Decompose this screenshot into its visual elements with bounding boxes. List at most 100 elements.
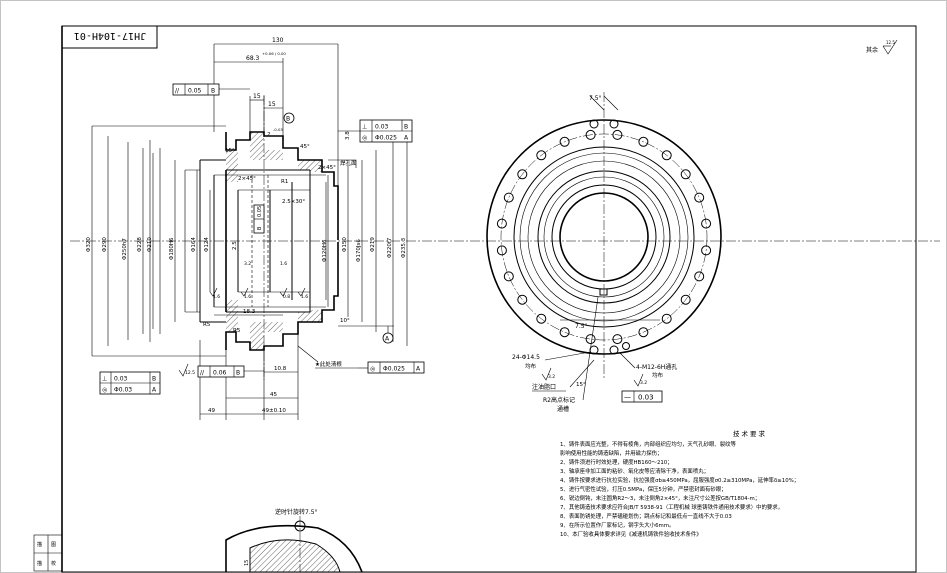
front-view: 7.5° 7.5° 24-Φ14.5 均布 3.2 4-M12-6H通孔 均布 … <box>486 92 722 413</box>
hatch-lower <box>250 322 283 350</box>
bolt-hole <box>517 294 528 305</box>
dim-2-5x30: 2.5×30° <box>282 199 305 205</box>
ra-16a: 1.6 <box>213 294 220 300</box>
bolt-hole <box>559 136 570 147</box>
dim-15b: 15 <box>268 101 276 108</box>
note-line: 3、轴承座非加工面的粘砂、氧化皮等应清除干净，表面喷丸； <box>560 469 709 475</box>
ra-32: 3.2 <box>244 261 251 267</box>
note-line: 10、本厂验收具体要求详见《减速机铸铁件验收技术条件》 <box>560 532 702 538</box>
svg-text:A: A <box>404 135 409 142</box>
keyway <box>599 288 608 296</box>
svg-text:◎: ◎ <box>362 135 367 142</box>
hatch-upper <box>250 132 283 160</box>
gdt-mid: 0.05 B <box>253 204 265 234</box>
dim-phi235: Φ235.3 <box>401 237 407 258</box>
drawing-number: JH17-104H-01 <box>74 30 146 41</box>
bolt-hole <box>638 327 649 338</box>
thread-callout: 4-M12-6H通孔 <box>636 363 677 371</box>
dim-10-8: 10.8 <box>274 366 287 372</box>
dim-r1: R1 <box>281 179 288 185</box>
svg-text:—: — <box>624 394 631 402</box>
dim-68-tol: +0.06 / 0.00 <box>262 51 286 56</box>
dim-49: 49 <box>208 408 215 414</box>
svg-text:A: A <box>416 366 421 373</box>
svg-text:B: B <box>211 88 215 95</box>
note-line: 5、进行气密性试验，打压0.5MPa，保压5分钟，严禁密封面有砂眼； <box>560 487 727 493</box>
svg-text:0.03: 0.03 <box>114 376 128 383</box>
note-line: 2、铸件须进行时效处理，硬度HB160～210； <box>560 460 673 466</box>
bolt-hole <box>701 218 712 229</box>
side-label-b: 图 <box>51 542 56 548</box>
svg-text:◎: ◎ <box>102 387 107 394</box>
svg-text:A: A <box>152 387 157 394</box>
dim-130: 130 <box>272 37 284 44</box>
bolt-hole <box>503 192 514 203</box>
grease-port <box>622 342 630 350</box>
bolt-hole <box>680 169 691 180</box>
dim-phi180: Φ180H6 <box>169 237 175 260</box>
thread-sub: 均布 <box>652 371 664 379</box>
weld-label: 焊孔面 <box>340 159 357 167</box>
bolt-hole <box>701 245 712 256</box>
dim-phi228: Φ228 <box>137 237 143 252</box>
dim-2-tol: -0.03 <box>273 127 283 132</box>
ra-16c: 1.6 <box>301 294 308 300</box>
detail-view: 逆时针旋转7.5° 15 <box>225 508 363 573</box>
svg-text:B: B <box>404 124 408 131</box>
svg-text:Φ0.025: Φ0.025 <box>375 135 397 142</box>
gdt-parallel-top: // 0.05 B <box>172 83 250 96</box>
svg-text:Φ0.03: Φ0.03 <box>114 387 132 394</box>
holes-sub: 均布 <box>525 362 537 370</box>
side-label-a: 描 <box>37 541 42 548</box>
note-line: 7、其他铸造技术要求应符合JB/T 5938-91（工程机械 球墨铸铁件通用技术… <box>560 505 784 511</box>
bolt-hole <box>585 129 596 140</box>
angle-top: 7.5° <box>589 95 602 102</box>
dim-phi219: Φ219 <box>370 237 376 252</box>
bolt-hole <box>536 150 547 161</box>
svg-text:⊥: ⊥ <box>102 376 107 383</box>
dim-r5a: R5 <box>203 322 211 328</box>
note-line: 6、锐边倒钝，未注圆角R2～3，未注倒角2×45°，未注尺寸公差按GB/T180… <box>560 496 761 502</box>
dim-18-3: 18.3 <box>243 309 256 315</box>
binding-strip: 描 图 描 校 <box>33 534 63 572</box>
svg-text://: // <box>200 370 205 377</box>
dim-2x45-right: 2×45° <box>318 165 336 171</box>
top-dims: 130 68.3 +0.06 / 0.00 15 15 2 -0.03 3.8 … <box>213 37 357 250</box>
bolt-hole <box>517 169 528 180</box>
flatness-frame: — 0.03 <box>621 390 663 403</box>
note-line: 4、铸件按要求进行抗拉实验，抗拉强度σb≥450MPa，屈服强度σ0.2≥310… <box>560 478 800 484</box>
thread-ra: 3.2 <box>640 380 647 386</box>
gdt-bottom-left: ⊥ 0.03 B ◎ Φ0.03 A <box>99 371 161 395</box>
r2-mark-label: R2高点标记 <box>543 396 575 404</box>
dim-phi164: Φ164 <box>191 237 197 252</box>
dim-phi170: Φ170Js6 <box>356 239 362 262</box>
diameter-dims: Φ320 Φ290 Φ250h7 Φ228 Φ210 Φ180H6 Φ164 Φ… <box>86 125 408 357</box>
dim-r5b: R5 <box>233 328 241 334</box>
bolt-hole <box>559 327 570 338</box>
notes-title: 技术要求 <box>733 430 767 438</box>
roughness-other-value: 12.5 <box>886 40 895 45</box>
angle-left: 7.5° <box>575 323 588 330</box>
svg-text:Φ0.025: Φ0.025 <box>383 366 405 373</box>
dim-49tol: 49±0.10 <box>262 408 286 414</box>
note-line: 影响使用性能的铸造缺陷，并用磁力探伤； <box>560 451 663 457</box>
svg-text:0.03: 0.03 <box>375 124 389 131</box>
ra-16d: 1.6 <box>280 261 287 267</box>
side-label-d: 校 <box>51 560 56 567</box>
holes-callout: 24-Φ14.5 <box>512 354 540 361</box>
dim-phi120: Φ120H6 <box>322 239 328 262</box>
note-line: 1、铸件表面应光整，不得有棱角，内部组织应均匀，天气孔砂眼、裂纹等 <box>560 442 736 448</box>
groove-label: 通槽 <box>557 405 569 413</box>
bolt-hole <box>503 271 514 282</box>
dim-45: 45 <box>270 392 277 398</box>
gdt-parallel-bottom: // 0.06 B <box>197 365 264 378</box>
dim-45deg: 45° <box>300 144 310 150</box>
fill-port-angle: 15° <box>576 382 586 388</box>
bolt-hole <box>661 150 672 161</box>
gdt-right: ◎ Φ0.025 A <box>358 361 425 374</box>
bolt-hole <box>661 313 672 324</box>
fill-port-label: 注油脂口 <box>532 383 556 391</box>
svg-text:B: B <box>236 370 240 377</box>
bottom-dims: 18.3 R5 R5 10° 10.8 45 49 49±0.10 12.5 <box>178 309 350 420</box>
